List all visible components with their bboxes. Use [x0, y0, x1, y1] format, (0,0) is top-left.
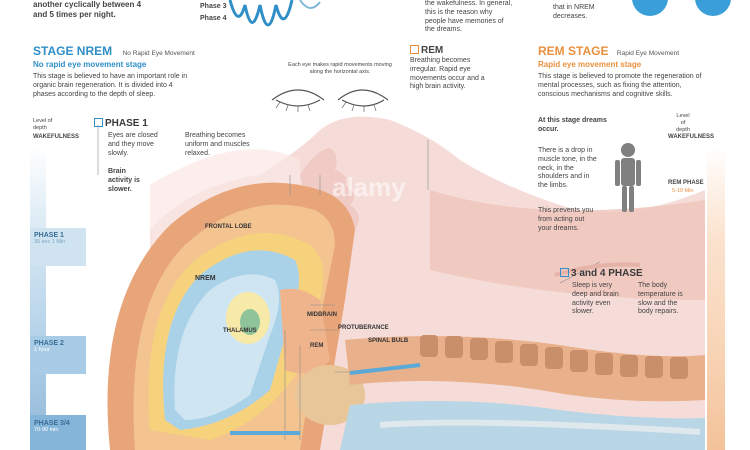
label-spinal-bulb: SPINAL BULB: [368, 338, 409, 344]
rem-stage-title: REM STAGE: [538, 44, 609, 58]
label-rem: REM: [310, 343, 324, 349]
nrem-title: STAGE NREM: [33, 44, 113, 58]
top-right-text: that in NREM decreases.: [553, 4, 595, 20]
label-nrem: NREM: [195, 275, 216, 282]
rem-phase-duration: 5-10 Min: [672, 188, 694, 194]
depth-gradient-right: [707, 145, 725, 450]
nrem-header: STAGE NREM No Rapid Eye Movement: [33, 42, 253, 60]
nrem-title-sub: No Rapid Eye Movement: [122, 50, 195, 57]
label-protuberance: PROTUBERANCE: [338, 325, 389, 331]
nrem-description: This stage is believed to have an import…: [33, 73, 188, 98]
legend-phase4: Phase 4: [200, 15, 227, 22]
rem-stage-description: This stage is believed to promote the re…: [538, 73, 702, 98]
wakefulness-right: WAKEFULNESS: [668, 134, 715, 140]
top-center-text: the wakefulness. In general, this is the…: [425, 0, 513, 34]
rem-muscle-drop: There is a drop in muscle tone, in the n…: [538, 147, 597, 189]
phase1-marker-icon: [94, 118, 103, 127]
label-thalamus: THALAMUS: [223, 328, 257, 334]
phase-band-34: [30, 415, 86, 450]
label-midbrain: MIDBRAIN: [307, 312, 337, 318]
phase1-block: PHASE 1: [94, 118, 284, 129]
rem-stage-header: REM STAGE Rapid Eye Movement: [538, 42, 738, 60]
phase-band-1: [30, 228, 86, 266]
depth-gradient-left: [30, 145, 46, 450]
rem-stage-title-sub: Rapid Eye Movement: [616, 50, 680, 57]
rem-stage-subtitle: Rapid eye movement stage: [538, 60, 642, 69]
wakefulness-left: WAKEFULNESS: [33, 134, 80, 140]
rem-prevents: This prevents you from acting out your d…: [538, 207, 594, 232]
phase-left-1: PHASE 1 30 sec 1 Min: [34, 232, 66, 245]
nrem-subtitle: No rapid eye movement stage: [33, 60, 147, 69]
phase34-title: 3 and 4 PHASE: [571, 268, 643, 279]
legend-phase3: Phase 3: [200, 3, 227, 10]
rem-dreams: At this stage dreams occur.: [538, 117, 607, 133]
eyes-caption: Each eye makes rapid movements moving al…: [288, 62, 392, 75]
rem-marker-icon: [410, 45, 419, 54]
phase34-marker-icon: [560, 268, 569, 277]
rem-box-title: REM: [421, 45, 444, 56]
phase1-title: PHASE 1: [105, 118, 148, 129]
label-frontal-lobe: FRONTAL LOBE: [205, 224, 252, 230]
phase-left-2: PHASE 2 1 hour: [34, 340, 64, 353]
phase-left-34: PHASE 3/4 70-90 min: [34, 420, 70, 433]
rem-box: REM Breathing becomes irregular. Rapid e…: [410, 45, 485, 91]
watermark: alamy: [332, 172, 406, 202]
phase-band-2: [30, 336, 86, 374]
phase34-block: 3 and 4 PHASE: [560, 268, 710, 279]
rem-phase-label: REM PHASE: [668, 180, 704, 186]
intro-text: another cyclically between 4 and 5 times…: [33, 0, 142, 19]
